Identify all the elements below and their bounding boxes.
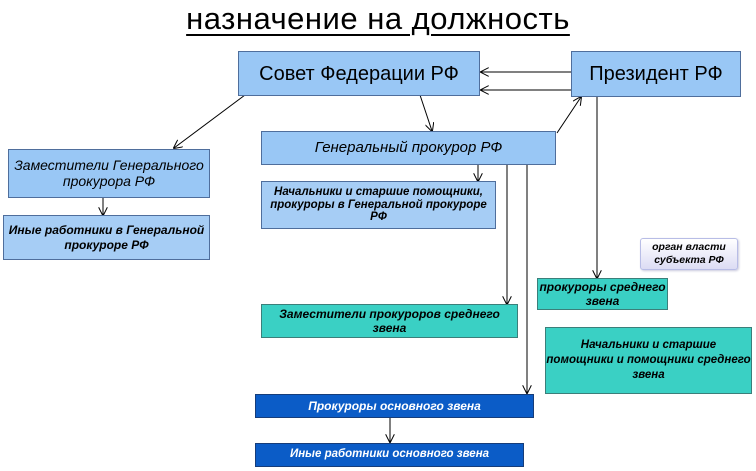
node-president: Президент РФ [571, 51, 741, 97]
arrow-sovet-to-genprok [419, 94, 432, 131]
node-nachalniki-gp: Начальники и старшие помощники, прокурор… [261, 181, 496, 229]
node-organ-vlasti: орган власти субъекта РФ [640, 238, 738, 270]
node-sovet-federacii: Совет Федерации РФ [238, 51, 480, 96]
arrow-genprok-to-president [556, 97, 581, 134]
node-prokurory-srednego: прокуроры среднего звена [537, 278, 668, 310]
node-inye-osnovnogo: Иные работники основного звена [255, 443, 524, 467]
node-inye-rabotniki-gp: Иные работники в Генеральной прокуроре Р… [3, 215, 210, 260]
node-zamestiteli-srednego: Заместители прокуроров среднего звена [261, 304, 518, 338]
node-generalnyj-prokuror: Генеральный прокурор РФ [261, 131, 556, 165]
arrow-sovet-to-zamgen [174, 94, 246, 148]
node-nachalniki-srednego: Начальники и старшие помощники и помощни… [545, 327, 752, 394]
node-prokurory-osnovnogo: Прокуроры основного звена [255, 394, 534, 418]
page-title: назначение на должность [186, 1, 570, 36]
node-zamestiteli-genprok: Заместители Генерального прокурора РФ [8, 149, 210, 198]
